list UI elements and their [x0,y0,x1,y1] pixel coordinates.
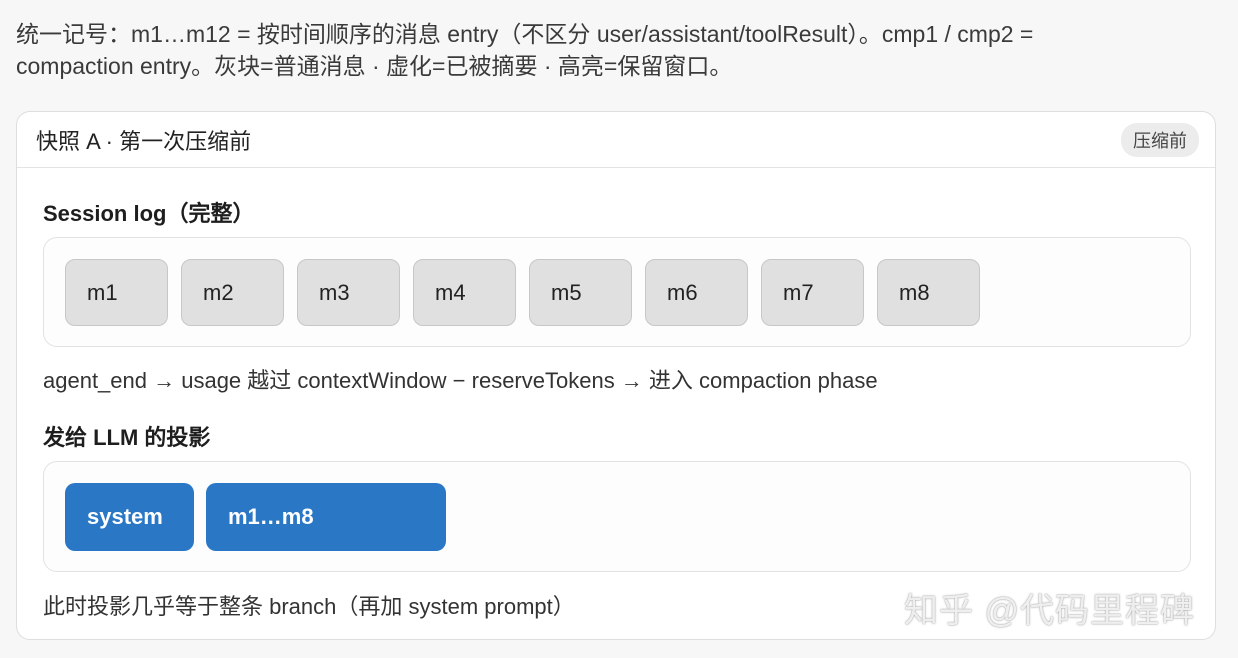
projection-panel: system m1…m8 [43,461,1191,572]
projection-note: 此时投影几乎等于整条 branch（再加 system prompt） [43,594,575,619]
session-log-panel: m1 m2 m3 m4 m5 m6 m7 m8 [43,237,1191,347]
message-chip-m1: m1 [65,259,168,326]
transition-note: agent_end → usage 越过 contextWindow − res… [43,368,878,393]
watermark: 知乎 @代码里程碑 [904,592,1195,630]
system-chip: system [65,483,194,551]
message-range-chip: m1…m8 [206,483,446,551]
message-chip-m4: m4 [413,259,516,326]
session-log-title: Session log（完整） [43,201,255,226]
legend-line-2: compaction entry。灰块=普通消息 · 虚化=已被摘要 · 高亮=… [16,53,733,79]
legend-text: 统一记号：m1…m12 = 按时间顺序的消息 entry（不区分 user/as… [16,18,1216,82]
status-badge: 压缩前 [1121,122,1199,157]
card-header: 快照 A · 第一次压缩前 压缩前 [17,112,1215,168]
message-chip-m6: m6 [645,259,748,326]
message-chip-m7: m7 [761,259,864,326]
message-chip-m3: m3 [297,259,400,326]
projection-title: 发给 LLM 的投影 [43,425,211,450]
card-title: 快照 A · 第一次压缩前 [36,128,252,154]
message-chip-m8: m8 [877,259,980,326]
legend-line-1: 统一记号：m1…m12 = 按时间顺序的消息 entry（不区分 user/as… [16,21,1034,47]
snapshot-card: 快照 A · 第一次压缩前 压缩前 Session log（完整） m1 m2 … [16,111,1216,640]
message-chip-m2: m2 [181,259,284,326]
message-chip-m5: m5 [529,259,632,326]
